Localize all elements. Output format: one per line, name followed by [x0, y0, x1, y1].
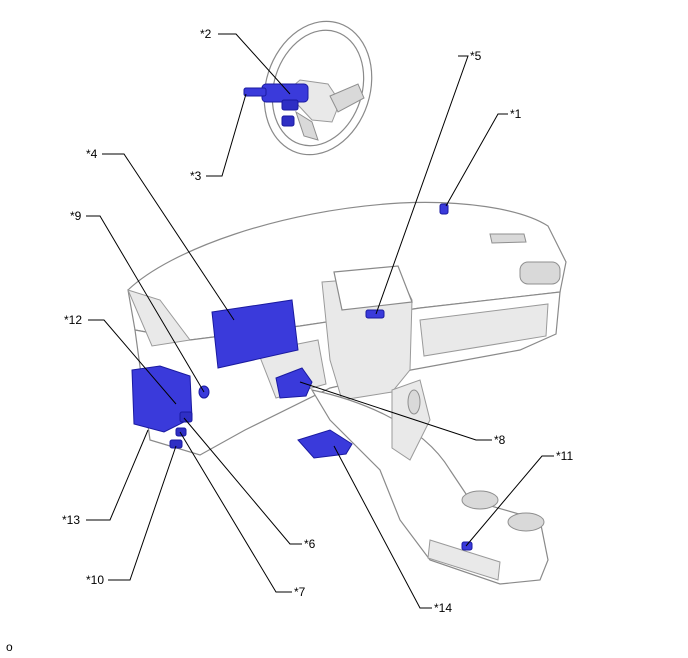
- part-7: [175, 427, 187, 437]
- combination-switch-part: [243, 83, 309, 127]
- callout-9: *9: [70, 209, 82, 223]
- callout-4: *4: [86, 147, 98, 161]
- callout-6: *6: [304, 537, 316, 551]
- leader-lines: [86, 33, 554, 609]
- callout-1: *1: [510, 107, 522, 121]
- part-6: [179, 411, 193, 423]
- callout-8: *8: [494, 433, 506, 447]
- callout-12: *12: [64, 313, 82, 327]
- footer-mark: o: [6, 640, 13, 654]
- callout-5: *5: [470, 49, 482, 63]
- part-1: [439, 203, 449, 215]
- callout-11: *11: [556, 449, 573, 463]
- callout-13: *13: [62, 513, 80, 527]
- callout-7: *7: [294, 585, 306, 599]
- part-5: [365, 309, 385, 319]
- part-11: [461, 541, 473, 551]
- part-10: [169, 439, 183, 449]
- dashboard: [127, 201, 567, 456]
- part-8: [275, 367, 313, 399]
- callout-3: *3: [190, 169, 202, 183]
- center-console: [310, 379, 549, 585]
- part-14: [297, 429, 353, 459]
- callout-10: *10: [86, 573, 104, 587]
- callout-2: *2: [200, 27, 212, 41]
- part-4: [211, 299, 299, 369]
- callout-14: *14: [434, 601, 452, 615]
